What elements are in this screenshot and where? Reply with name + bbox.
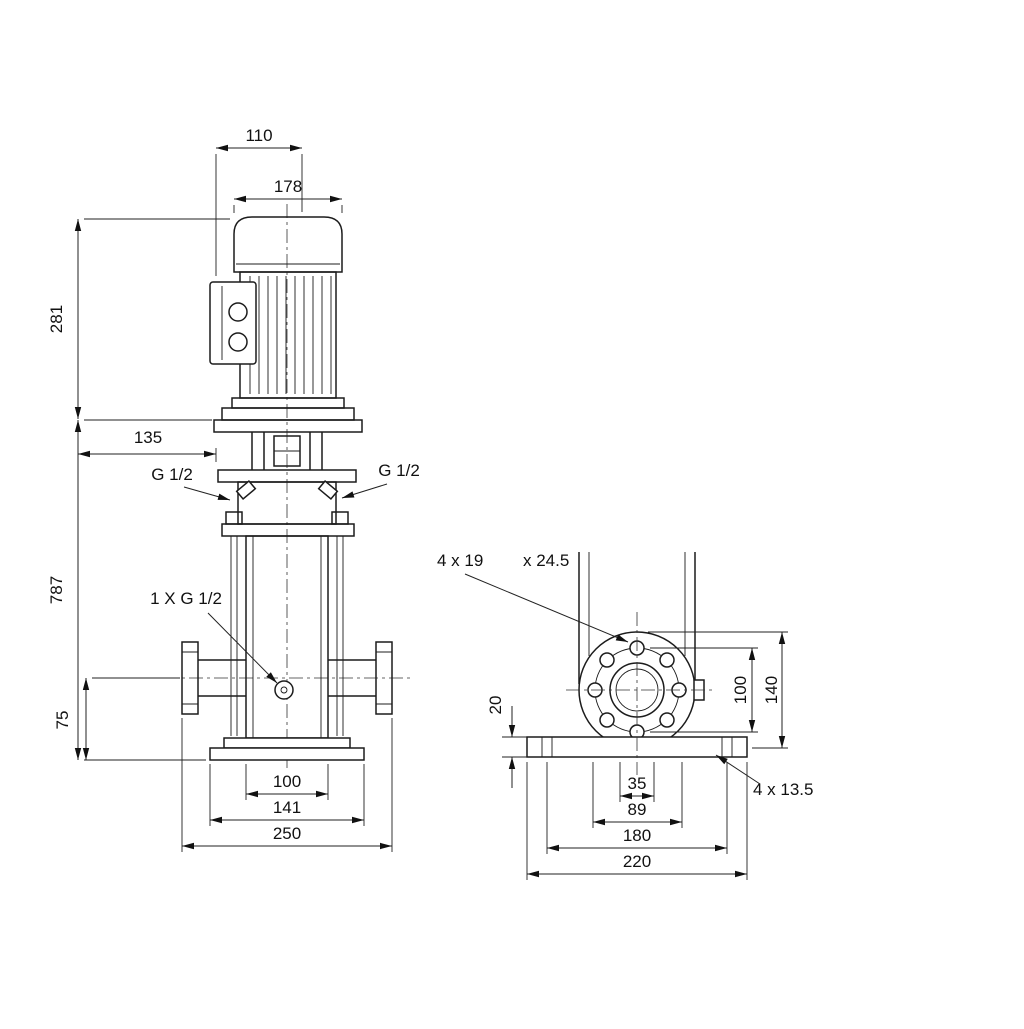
port-left-leader — [183, 486, 231, 501]
dim-141-extensions — [209, 764, 365, 826]
bolt-hole-se — [659, 712, 675, 728]
base-ring — [223, 737, 351, 749]
end-shield — [231, 397, 345, 409]
port-right-label: G 1/2 — [378, 461, 420, 480]
dim-141-label: 141 — [273, 798, 301, 817]
dim-75-label: 75 — [53, 711, 72, 730]
right-flange-face — [375, 641, 393, 715]
dim-110: 110 — [215, 126, 303, 276]
dim-178: 178 — [233, 177, 343, 213]
dim-178-extensions — [233, 205, 343, 213]
dim-178-label: 178 — [274, 177, 302, 196]
dim-250-label: 250 — [273, 824, 301, 843]
left-flange-face — [181, 641, 199, 715]
dim-89-extensions — [592, 762, 683, 828]
dim-250: 250 — [181, 718, 393, 852]
side-body — [578, 552, 696, 684]
dim-135: 135 — [78, 428, 217, 462]
dim-110-label: 110 — [245, 126, 272, 145]
dim-35-label: 35 — [628, 774, 647, 793]
dim-100f-label: 100 — [273, 772, 301, 791]
dim-89: 89 — [592, 762, 683, 828]
dim-135-label: 135 — [134, 428, 162, 447]
cable-entry-top — [228, 302, 248, 322]
dim-250-extensions — [181, 718, 393, 852]
dim-281: 281 — [47, 218, 230, 421]
bolt-hole-nw — [599, 652, 615, 668]
fan-cover — [233, 216, 343, 273]
dim-75: 75 — [53, 677, 180, 760]
dim-89-label: 89 — [628, 800, 647, 819]
port-callout-right: G 1/2 — [341, 461, 420, 499]
dim-180: 180 — [546, 762, 728, 854]
flange-spigot-label: x 24.5 — [523, 551, 569, 570]
dim-140: 140 — [648, 631, 788, 749]
side-view: 4 x 19 x 24.5 20 100 140 35 — [437, 551, 814, 880]
drain-callout: 1 X G 1/2 — [150, 589, 278, 684]
dim-20-label: 20 — [486, 696, 505, 715]
stool-top-plate — [213, 419, 363, 433]
dim-787: 787 — [47, 420, 206, 761]
dim-220: 220 — [526, 762, 748, 880]
terminal-box — [209, 281, 257, 365]
flange-hole-callout: 4 x 19 x 24.5 — [437, 551, 629, 643]
dim-180-label: 180 — [623, 826, 651, 845]
dim-20-extensions — [502, 736, 527, 758]
base-hole-label: 4 x 13.5 — [753, 780, 814, 799]
dim-100s-extensions — [650, 647, 758, 733]
dim-180-extensions — [546, 762, 728, 854]
priming-plug-right — [317, 479, 339, 501]
base-slot-marks — [541, 737, 733, 757]
pump-head — [221, 479, 355, 537]
cable-entry-bottom — [228, 332, 248, 352]
dim-220-label: 220 — [623, 852, 651, 871]
base-hole-callout: 4 x 13.5 — [715, 754, 814, 799]
dim-35: 35 — [619, 762, 655, 802]
dim-141: 141 — [209, 764, 365, 826]
side-centerlines — [566, 612, 712, 775]
drain-plug — [274, 680, 294, 700]
bolt-hole-ne — [659, 652, 675, 668]
dim-140-label: 140 — [762, 676, 781, 704]
dim-220-extensions — [526, 762, 748, 880]
motor-flange — [221, 407, 355, 421]
stool-columns — [251, 432, 323, 470]
front-view: 110 178 281 787 135 G 1/2 G — [47, 126, 420, 852]
flange-hole-label: 4 x 19 — [437, 551, 483, 570]
port-left-label: G 1/2 — [151, 465, 193, 484]
port-flanges — [181, 641, 393, 715]
dim-100s-label: 100 — [731, 676, 750, 704]
motor-stool — [213, 419, 363, 483]
dim-281-label: 281 — [47, 305, 66, 333]
base-plate — [209, 747, 365, 761]
front-centerlines — [164, 204, 410, 772]
priming-plug-left — [235, 479, 257, 501]
port-right-leader — [341, 483, 388, 499]
pump-base — [209, 737, 365, 761]
drain-leader — [207, 612, 278, 684]
dim-787-label: 787 — [47, 576, 66, 604]
dim-100-side: 100 — [650, 647, 758, 733]
dim-110-extensions — [215, 154, 303, 276]
bolt-hole-sw — [599, 712, 615, 728]
sleeve-inner-lines — [252, 536, 322, 738]
body-inner-lines — [588, 552, 686, 656]
port-callout-left: G 1/2 — [151, 465, 231, 501]
drain-plug-center — [280, 686, 288, 694]
flange-hole-leader — [464, 573, 629, 643]
stack-top-plate — [221, 523, 355, 537]
flange-bolt-lines — [182, 651, 392, 705]
body-outline — [578, 552, 696, 684]
staybolt-nut-left — [225, 511, 243, 525]
cooling-fins — [249, 276, 332, 394]
motor — [209, 216, 355, 421]
dim-100-front: 100 — [245, 764, 329, 800]
drain-label: 1 X G 1/2 — [150, 589, 222, 608]
staybolt-nut-right — [331, 511, 349, 525]
flange-necks — [198, 659, 376, 697]
dim-281-extensions — [84, 218, 230, 421]
base-hole-leader — [715, 754, 761, 785]
dim-20: 20 — [486, 696, 527, 788]
